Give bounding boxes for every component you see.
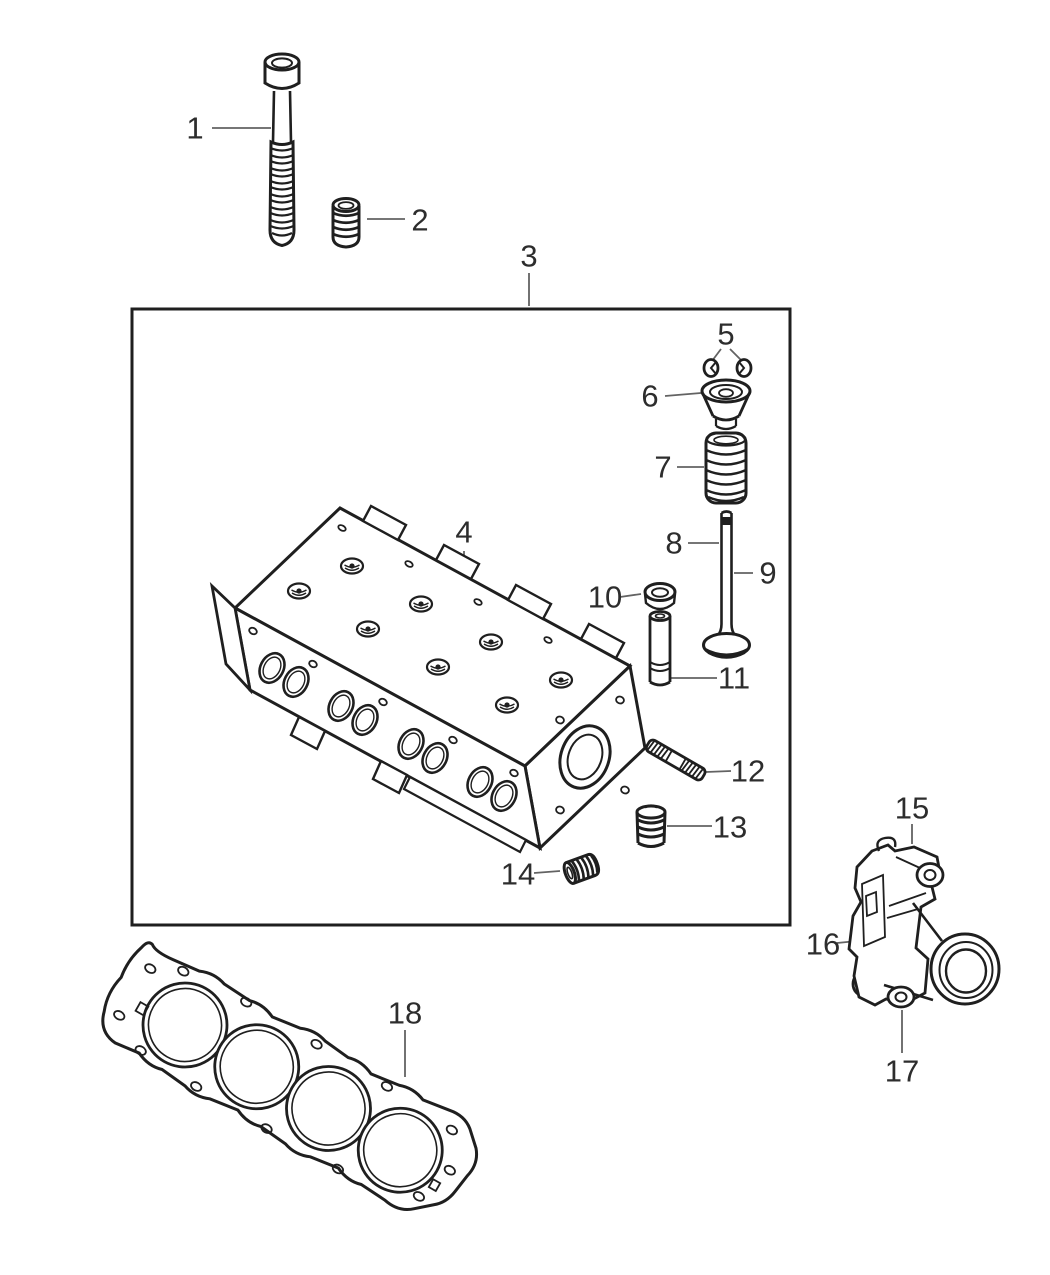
callout-13[interactable]: 13: [712, 809, 748, 845]
part-cylinder-head: [209, 504, 647, 854]
part-cylinder-head-bolt: [263, 52, 301, 248]
callout-6[interactable]: 6: [641, 378, 659, 414]
callout-12[interactable]: 12: [730, 753, 766, 789]
callout-7[interactable]: 7: [654, 449, 672, 485]
callout-16[interactable]: 16: [805, 926, 841, 962]
callout-11[interactable]: 11: [717, 660, 751, 696]
callout-5[interactable]: 5: [717, 316, 735, 352]
part-valve-spring-retainer: [700, 378, 752, 431]
part-valve-stem-seal: [643, 582, 677, 611]
callout-3[interactable]: 3: [520, 238, 538, 274]
leader-lines: [212, 127, 913, 1077]
part-stud: [644, 738, 707, 782]
assembly-box-outline: [130, 307, 792, 927]
part-head-gasket: [101, 941, 479, 1212]
part-threaded-plug-small-top: [331, 197, 361, 249]
callout-9[interactable]: 9: [759, 555, 777, 591]
part-valve-keepers: [702, 358, 753, 378]
part-threaded-plug: [635, 804, 667, 848]
callout-14[interactable]: 14: [500, 856, 536, 892]
part-threaded-plug-small-bottom: [562, 852, 601, 885]
part-valve-spring: [704, 431, 748, 505]
callout-2[interactable]: 2: [411, 202, 429, 238]
callout-4[interactable]: 4: [455, 514, 473, 550]
part-valve-guide: [648, 610, 672, 687]
callout-8[interactable]: 8: [665, 525, 683, 561]
part-coolant-outlet-housing: [847, 836, 1001, 1009]
part-valve: [702, 510, 751, 659]
callout-15[interactable]: 15: [894, 790, 930, 826]
callout-17[interactable]: 17: [884, 1053, 920, 1089]
callout-1[interactable]: 1: [186, 110, 204, 146]
callout-10[interactable]: 10: [587, 579, 623, 615]
callout-18[interactable]: 18: [387, 995, 423, 1031]
